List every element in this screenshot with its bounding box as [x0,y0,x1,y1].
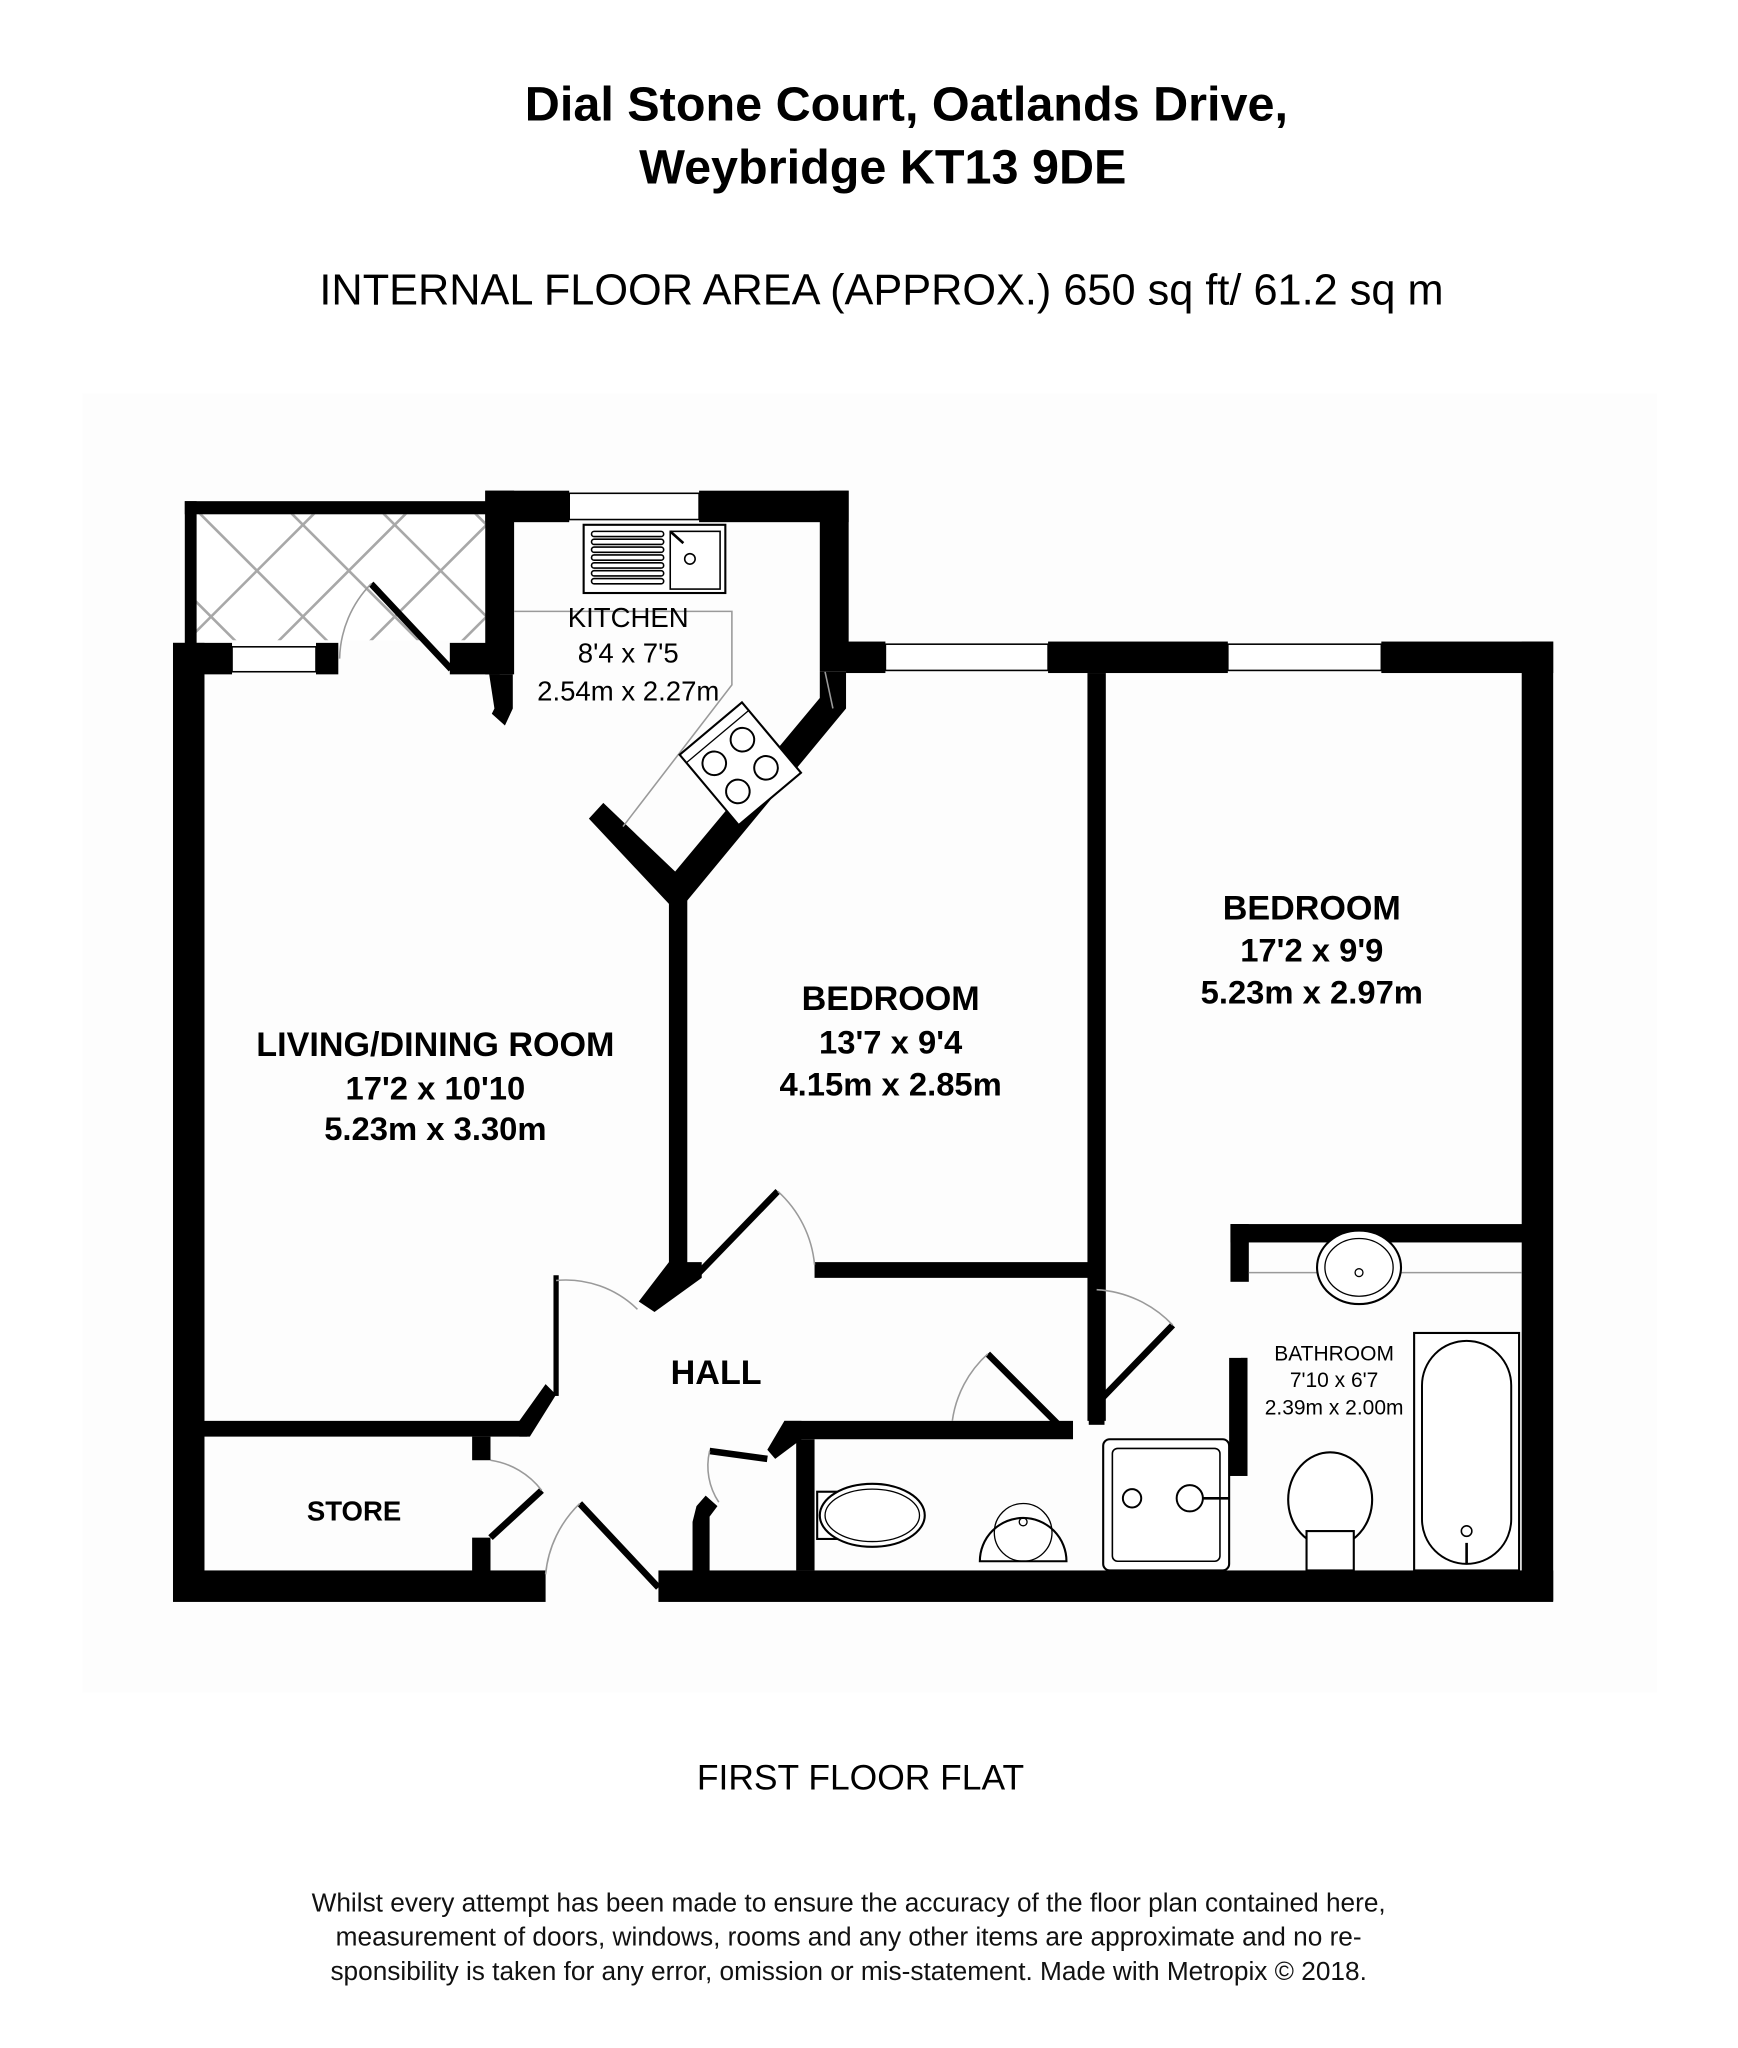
internal-floor-area: INTERNAL FLOOR AREA (APPROX.) 650 sq ft/… [319,266,1443,314]
balcony [184,501,492,646]
bedroom1-window [884,643,1049,672]
bathroom-toilet-icon [1287,1451,1374,1572]
kitchen-fixtures [514,523,834,828]
room-hall: HALL [671,1354,762,1392]
disclaimer-line-3: sponsibility is taken for any error, omi… [330,1956,1366,1986]
bath-icon [1413,1331,1521,1572]
room-dimensions-imperial: 13'7 x 9'4 [819,1024,963,1061]
room-store: STORE [307,1496,401,1527]
address-line-2: Weybridge KT13 9DE [639,141,1126,195]
room-name: BEDROOM [802,980,980,1018]
floor-label: FIRST FLOOR FLAT [697,1758,1024,1798]
disclaimer-line-1: Whilst every attempt has been made to en… [312,1888,1386,1918]
bedroom2-window [1227,643,1383,672]
room-bathroom: BATHROOM 7'10 x 6'7 2.39m x 2.00m [1265,1343,1404,1420]
room-kitchen: KITCHEN 8'4 x 7'5 2.54m x 2.27m [537,602,719,706]
room-dimensions-metric: 2.54m x 2.27m [537,676,719,707]
store-door [488,1487,544,1541]
address-line-1: Dial Stone Court, Oatlands Drive, [525,78,1288,132]
disclaimer-line-2: measurement of doors, windows, rooms and… [336,1922,1362,1952]
living-window [231,646,317,673]
bathroom-basin-icon [1315,1229,1403,1306]
room-dimensions-imperial: 17'2 x 9'9 [1240,932,1383,969]
wc-door [985,1351,1067,1433]
sink-icon [582,523,727,595]
bedroom1-door [696,1188,781,1275]
room-dimensions-imperial: 17'2 x 10'10 [346,1069,526,1106]
toilet-icon [816,1482,926,1548]
doors [338,581,1176,1590]
kitchen-window [568,492,700,521]
room-dimensions-imperial: 8'4 x 7'5 [578,638,679,669]
room-dimensions-metric: 2.39m x 2.00m [1265,1396,1404,1419]
room-bedroom-2: BEDROOM 17'2 x 9'9 5.23m x 2.97m [1201,890,1423,1011]
room-dimensions-metric: 4.15m x 2.85m [779,1066,1001,1103]
cupboard-door [709,1447,768,1463]
room-living-dining: LIVING/DINING ROOM 17'2 x 10'10 5.23m x … [256,1026,614,1147]
room-dimensions-metric: 5.23m x 2.97m [1201,974,1423,1011]
bathroom-fixtures [1248,1229,1522,1572]
wc-fixtures [816,1438,1231,1572]
room-name: BEDROOM [1223,890,1401,928]
hob-icon [678,700,803,827]
entrance-door [577,1501,661,1590]
walls [172,490,1554,1602]
balcony-door [368,581,454,672]
bedroom2-door [1094,1322,1176,1407]
room-dimensions-metric: 5.23m x 3.30m [324,1110,546,1147]
shower-tray-icon [1102,1438,1231,1572]
room-name: BATHROOM [1274,1343,1394,1366]
windows [231,492,1383,673]
basin-icon [978,1502,1068,1563]
room-dimensions-imperial: 7'10 x 6'7 [1290,1369,1379,1392]
room-bedroom-1: BEDROOM 13'7 x 9'4 4.15m x 2.85m [779,980,1001,1102]
room-name: LIVING/DINING ROOM [256,1026,614,1064]
room-name: KITCHEN [568,602,689,633]
